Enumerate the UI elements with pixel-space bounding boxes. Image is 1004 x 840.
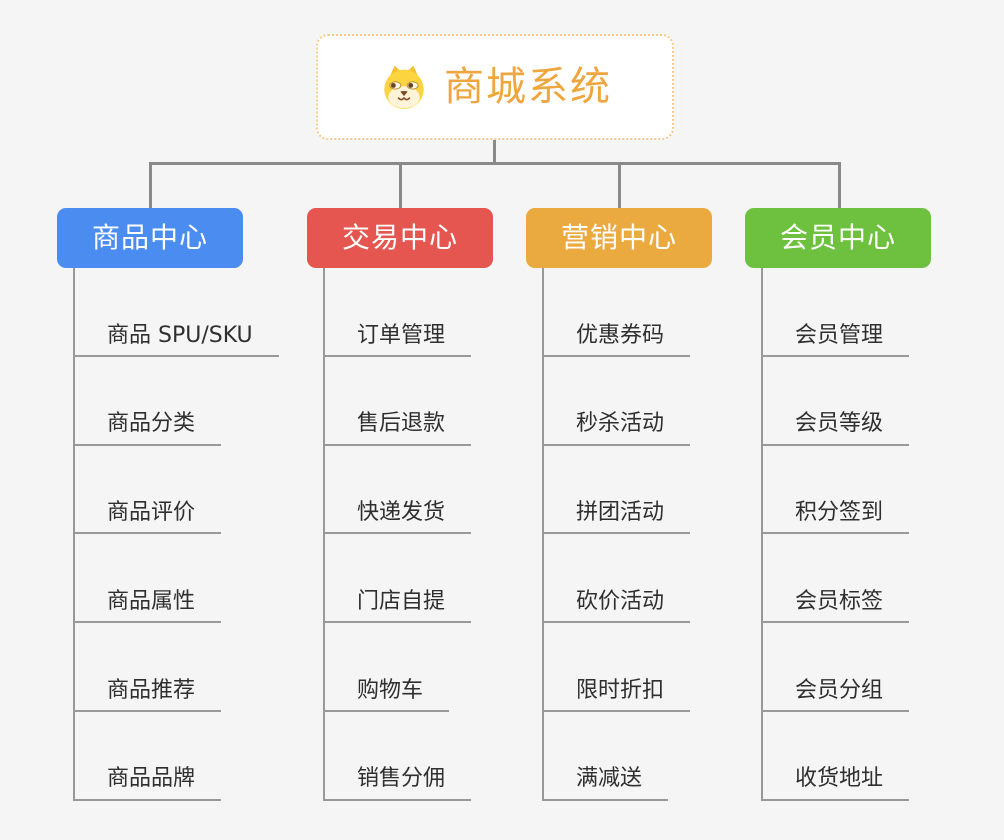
- leaf-node[interactable]: 优惠券码: [542, 323, 691, 357]
- branch-header-member-center[interactable]: 会员中心: [745, 208, 931, 268]
- branch-header-marketing-center[interactable]: 营销中心: [526, 208, 712, 268]
- branch-line: [73, 268, 75, 801]
- branch-items-marketing-center: 优惠券码 秒杀活动 拼团活动 砍价活动 限时折扣 满减送: [542, 268, 691, 801]
- branch-items-trade-center: 订单管理 售后退款 快递发货 门店自提 购物车 销售分佣: [323, 268, 472, 801]
- leaf-node[interactable]: 门店自提: [323, 589, 472, 624]
- leaf-node[interactable]: 快递发货: [323, 500, 472, 535]
- root-node[interactable]: 商城系统: [316, 34, 674, 140]
- leaf-node[interactable]: 收货地址: [761, 766, 910, 801]
- leaf-node[interactable]: 会员等级: [761, 411, 910, 446]
- connector-drop: [399, 165, 402, 208]
- root-title: 商城系统: [444, 64, 612, 110]
- leaf-node[interactable]: 拼团活动: [542, 500, 691, 535]
- leaf-node[interactable]: 购物车: [323, 678, 450, 712]
- connector-drop: [618, 165, 621, 208]
- leaf-node[interactable]: 会员分组: [761, 678, 910, 712]
- branch-line: [323, 268, 325, 801]
- branch-items-product-center: 商品 SPU/SKU 商品分类 商品评价 商品属性 商品推荐 商品品牌: [73, 268, 279, 801]
- connector-root-stub: [493, 140, 496, 163]
- leaf-node[interactable]: 会员管理: [761, 323, 910, 357]
- connector-drop: [838, 165, 841, 208]
- leaf-node[interactable]: 限时折扣: [542, 678, 691, 712]
- leaf-node[interactable]: 销售分佣: [323, 766, 472, 801]
- leaf-node[interactable]: 商品 SPU/SKU: [73, 323, 279, 357]
- leaf-node[interactable]: 商品分类: [73, 411, 222, 446]
- branch-line: [761, 268, 763, 801]
- connector-drop: [149, 165, 152, 208]
- leaf-node[interactable]: 会员标签: [761, 589, 910, 624]
- leaf-node[interactable]: 满减送: [542, 766, 669, 801]
- branch-label: 会员中心: [779, 221, 896, 254]
- leaf-node[interactable]: 商品属性: [73, 589, 222, 624]
- branch-line: [542, 268, 544, 801]
- leaf-node[interactable]: 售后退款: [323, 411, 472, 446]
- branch-label: 营销中心: [560, 221, 677, 254]
- leaf-node[interactable]: 砍价活动: [542, 589, 691, 624]
- branch-label: 交易中心: [341, 221, 458, 254]
- leaf-node[interactable]: 积分签到: [761, 500, 910, 535]
- connector-horizontal: [149, 162, 841, 165]
- leaf-node[interactable]: 秒杀活动: [542, 411, 691, 446]
- branch-header-product-center[interactable]: 商品中心: [57, 208, 243, 268]
- dog-face-icon: [378, 63, 430, 111]
- branch-label: 商品中心: [91, 221, 208, 254]
- leaf-node[interactable]: 商品评价: [73, 500, 222, 535]
- leaf-node[interactable]: 商品品牌: [73, 766, 222, 801]
- leaf-node[interactable]: 商品推荐: [73, 678, 222, 712]
- leaf-node[interactable]: 订单管理: [323, 323, 472, 357]
- branch-header-trade-center[interactable]: 交易中心: [307, 208, 493, 268]
- branch-items-member-center: 会员管理 会员等级 积分签到 会员标签 会员分组 收货地址: [761, 268, 910, 801]
